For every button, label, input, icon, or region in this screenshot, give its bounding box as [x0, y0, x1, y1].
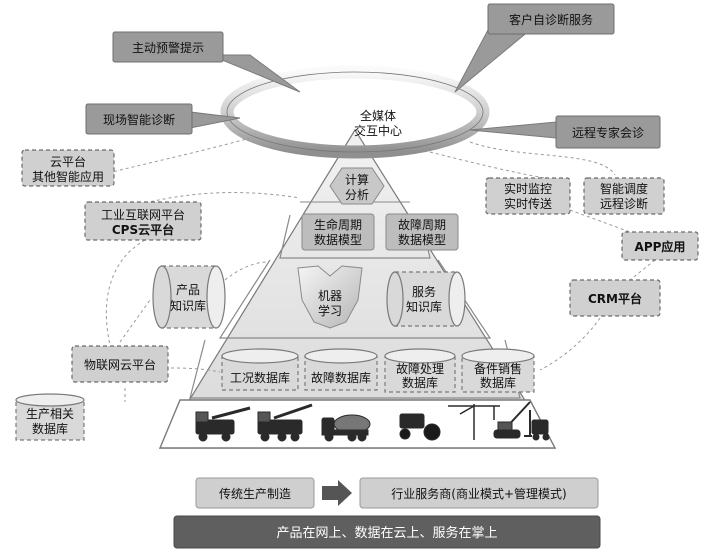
hub-label-1: 全媒体 — [360, 108, 396, 123]
callout-onsite-diagnosis: 现场智能诊断 — [85, 103, 241, 135]
concrete-pump-truck-icon — [195, 406, 251, 442]
fault-cycle-label-2: 数据模型 — [398, 232, 446, 247]
product-kb-label-2: 知识库 — [170, 298, 206, 313]
media-interaction-ring: 全媒体 交互中心 — [220, 65, 490, 159]
callout-label: 主动预警提示 — [132, 40, 204, 55]
crm-label: CRM平台 — [588, 291, 642, 306]
service-provider-label: 行业服务商(商业模式+管理模式) — [391, 486, 566, 501]
ml-label-1: 机器 — [318, 289, 342, 303]
service-kb-label-2: 知识库 — [406, 299, 442, 314]
slogan-bar: 产品在网上、数据在云上、服务在掌上 — [173, 515, 601, 549]
iiot-platform: 工业互联网平台 CPS云平台 — [84, 201, 202, 241]
callout-remote-consultation: 远程专家会诊 — [469, 115, 661, 149]
tractor-icon — [399, 413, 441, 441]
fault-cycle-data-model: 故障周期 数据模型 — [385, 213, 459, 251]
lifecycle-label-1: 生命周期 — [314, 217, 362, 232]
flow-lines — [67, 137, 656, 402]
iot-cloud-label: 物联网云平台 — [84, 357, 156, 372]
smart-dispatch-label-1: 智能调度 — [600, 181, 648, 196]
compute-label-1: 计算 — [345, 172, 369, 187]
production-db-label-2: 数据库 — [32, 421, 68, 436]
machine-learning-node: 机器 学习 — [297, 265, 363, 329]
lifecycle-label-2: 数据模型 — [314, 232, 362, 247]
arrow-right-icon — [322, 480, 352, 506]
lifecycle-data-model: 生命周期 数据模型 — [301, 213, 375, 251]
ml-label-2: 学习 — [318, 303, 342, 318]
product-knowledge-base: 产品 知识库 — [152, 265, 226, 329]
crawler-crane-icon — [493, 401, 531, 439]
app-label: APP应用 — [635, 239, 686, 254]
fault-cycle-label-1: 故障周期 — [398, 217, 446, 232]
service-kb-label-1: 服务 — [412, 284, 436, 299]
iiot-label-2: CPS云平台 — [112, 222, 174, 237]
hub-label-2: 交互中心 — [354, 123, 402, 138]
slogan-label: 产品在网上、数据在云上、服务在掌上 — [276, 525, 497, 541]
db-label: 备件销售 — [474, 361, 522, 376]
realtime-label-2: 实时传送 — [504, 196, 552, 211]
db-working-condition: 工况数据库 — [221, 348, 299, 391]
db-label: 故障处理 — [396, 361, 444, 376]
production-db-label-1: 生产相关 — [26, 407, 74, 421]
callout-proactive-warning: 主动预警提示 — [112, 31, 301, 93]
crane-truck-icon — [257, 403, 313, 442]
traditional-label: 传统生产制造 — [219, 486, 291, 501]
callout-label: 客户自诊断服务 — [509, 12, 593, 27]
iot-cloud-platform: 物联网云平台 — [71, 345, 169, 383]
product-kb-label-1: 产品 — [176, 283, 200, 297]
db-parts-sales: 备件销售 数据库 — [461, 348, 535, 393]
service-knowledge-base: 服务 知识库 — [386, 271, 466, 327]
db-label: 数据库 — [480, 375, 516, 390]
app-application: APP应用 — [621, 231, 699, 261]
callout-label: 远程专家会诊 — [572, 125, 644, 140]
callout-customer-self-diagnosis: 客户自诊断服务 — [454, 3, 615, 93]
cloud-other-label-1: 云平台 — [50, 154, 86, 169]
iiot-label-1: 工业互联网平台 — [101, 207, 185, 222]
machines-row — [195, 401, 550, 442]
mixer-truck-icon — [321, 414, 371, 442]
cloud-other-label-2: 其他智能应用 — [32, 169, 104, 184]
realtime-label-1: 实时监控 — [504, 181, 552, 196]
production-database: 生产相关 数据库 — [15, 393, 85, 441]
realtime-monitoring: 实时监控 实时传送 — [485, 177, 571, 215]
crm-platform: CRM平台 — [569, 279, 661, 317]
db-fault: 故障数据库 — [304, 348, 378, 391]
forklift-icon — [524, 410, 550, 441]
compute-label-2: 分析 — [345, 188, 369, 202]
db-label: 数据库 — [402, 375, 438, 390]
db-label: 工况数据库 — [230, 370, 290, 385]
db-label: 故障数据库 — [311, 370, 371, 385]
compute-analysis-node: 计算 分析 — [329, 167, 385, 205]
cloud-other-apps: 云平台 其他智能应用 — [21, 149, 115, 187]
tower-crane-icon — [448, 404, 500, 440]
bottom-transition: 传统生产制造 行业服务商(商业模式+管理模式) — [195, 477, 599, 509]
db-fault-handling: 故障处理 数据库 — [384, 348, 456, 393]
smart-dispatch-label-2: 远程诊断 — [600, 196, 648, 211]
smart-dispatch: 智能调度 远程诊断 — [583, 177, 665, 215]
callout-label: 现场智能诊断 — [103, 112, 175, 127]
